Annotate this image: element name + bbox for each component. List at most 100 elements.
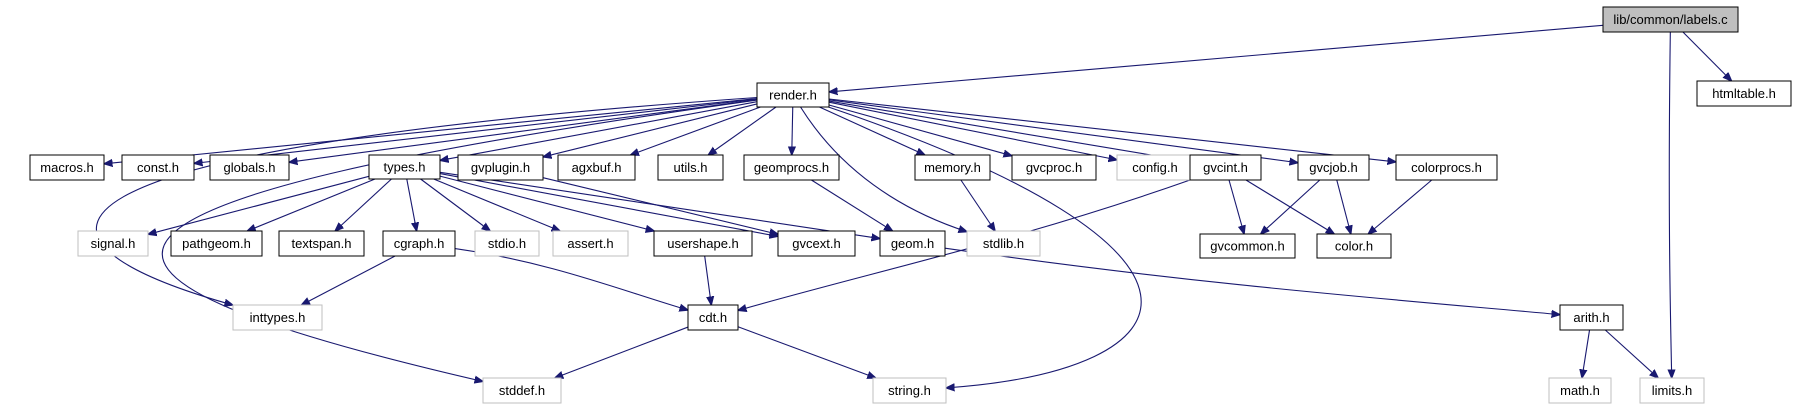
edge-render-h-to-types-h <box>440 101 758 161</box>
node-signal-h[interactable]: signal.h <box>77 230 149 257</box>
edge-render-h-to-gvcjob-h <box>828 99 1298 163</box>
edge-render-h-to-agxbuf-h <box>630 106 761 155</box>
node-types-h[interactable]: types.h <box>368 154 441 180</box>
node-label: signal.h <box>91 236 136 251</box>
node-inttypes-h[interactable]: inttypes.h <box>232 304 323 331</box>
node-gvcommon-h[interactable]: gvcommon.h <box>1199 233 1296 259</box>
edge-render-h-to-memory-h <box>819 106 925 155</box>
edge-geom-h-to-arith-h <box>944 247 1560 314</box>
node-macros-h[interactable]: macros.h <box>29 154 105 181</box>
node-label: htmltable.h <box>1712 86 1776 101</box>
node-render-h[interactable]: render.h <box>756 82 830 108</box>
node-box <box>552 230 629 257</box>
node-label: types.h <box>384 160 426 175</box>
node-label: agxbuf.h <box>572 160 622 175</box>
node-box <box>1548 377 1612 404</box>
node-colorprocs-h[interactable]: colorprocs.h <box>1395 154 1498 181</box>
edge-render-h-to-globals-h <box>289 99 758 162</box>
node-box <box>1696 80 1792 107</box>
node-geomprocs-h[interactable]: geomprocs.h <box>743 154 840 181</box>
node-limits-h[interactable]: limits.h <box>1639 377 1705 404</box>
node-box <box>872 377 947 404</box>
node-label: limits.h <box>1652 383 1692 398</box>
node-memory-h[interactable]: memory.h <box>914 154 991 181</box>
node-textspan-h[interactable]: textspan.h <box>278 230 365 257</box>
edge-geomprocs-h-to-geom-h <box>811 179 892 231</box>
edge-render-h-to-colorprocs-h <box>828 98 1396 162</box>
node-label: geom.h <box>891 236 934 251</box>
node-label: stdlib.h <box>983 236 1024 251</box>
node-labels-c[interactable]: lib/common/labels.c <box>1602 6 1739 33</box>
node-stdlib-h[interactable]: stdlib.h <box>966 230 1041 257</box>
node-box <box>232 304 323 331</box>
node-box <box>653 230 753 257</box>
node-box <box>756 82 830 108</box>
nodes-layer: lib/common/labels.c render.h htmltable.h ma… <box>29 6 1792 404</box>
node-label: memory.h <box>924 160 981 175</box>
node-box <box>777 230 856 257</box>
node-config-h[interactable]: config.h <box>1116 154 1194 181</box>
node-box <box>1189 154 1262 181</box>
edge-memory-h-to-stdlib-h <box>960 179 995 231</box>
node-arith-h[interactable]: arith.h <box>1559 304 1624 331</box>
node-utils-h[interactable]: utils.h <box>657 154 724 181</box>
edge-labels-c-to-htmltable-h <box>1682 31 1732 81</box>
edge-render-h-to-inttypes-h <box>95 96 758 305</box>
node-label: gvcint.h <box>1203 160 1248 175</box>
node-box <box>121 154 195 181</box>
node-box <box>382 230 456 257</box>
node-box <box>743 154 840 181</box>
edge-render-h-to-const-h <box>194 98 758 163</box>
node-box <box>1316 233 1392 259</box>
edge-colorprocs-h-to-color-h <box>1368 179 1433 234</box>
node-color-h[interactable]: color.h <box>1316 233 1392 259</box>
node-box <box>879 230 946 257</box>
edge-types-h-to-stdio-h <box>420 178 491 231</box>
edge-gvcjob-h-to-gvcommon-h <box>1261 179 1321 234</box>
edge-gvcjob-h-to-color-h <box>1336 179 1351 234</box>
node-geom-h[interactable]: geom.h <box>879 230 946 257</box>
edge-render-h-to-config-h <box>828 101 1117 160</box>
node-box <box>557 154 636 181</box>
node-assert-h[interactable]: assert.h <box>552 230 629 257</box>
node-gvplugin-h[interactable]: gvplugin.h <box>457 154 544 181</box>
node-htmltable-h[interactable]: htmltable.h <box>1696 80 1792 107</box>
edge-cdt-h-to-string-h <box>737 326 876 378</box>
node-pathgeom-h[interactable]: pathgeom.h <box>170 230 263 257</box>
edge-types-h-to-cgraph-h <box>406 178 417 231</box>
node-string-h[interactable]: string.h <box>872 377 947 404</box>
node-box <box>209 154 290 181</box>
edge-gvcint-h-to-gvcommon-h <box>1228 179 1244 234</box>
node-cdt-h[interactable]: cdt.h <box>687 304 739 331</box>
node-const-h[interactable]: const.h <box>121 154 195 181</box>
node-box <box>29 154 105 181</box>
node-stdio-h[interactable]: stdio.h <box>474 230 540 257</box>
node-label: textspan.h <box>292 236 352 251</box>
node-label: stdio.h <box>488 236 526 251</box>
node-stddef-h[interactable]: stddef.h <box>482 377 562 404</box>
node-math-h[interactable]: math.h <box>1548 377 1612 404</box>
node-label: macros.h <box>40 160 93 175</box>
node-gvcjob-h[interactable]: gvcjob.h <box>1297 154 1370 181</box>
node-box <box>1602 6 1739 33</box>
edge-cgraph-h-to-cdt-h <box>454 248 688 311</box>
node-label: assert.h <box>567 236 613 251</box>
node-cgraph-h[interactable]: cgraph.h <box>382 230 456 257</box>
node-gvcext-h[interactable]: gvcext.h <box>777 230 856 257</box>
node-label: inttypes.h <box>250 310 306 325</box>
node-globals-h[interactable]: globals.h <box>209 154 290 181</box>
node-label: arith.h <box>1573 310 1609 325</box>
node-gvcint-h[interactable]: gvcint.h <box>1189 154 1262 181</box>
node-box <box>966 230 1041 257</box>
node-label: cdt.h <box>699 310 727 325</box>
node-box <box>474 230 540 257</box>
node-box <box>170 230 263 257</box>
node-agxbuf-h[interactable]: agxbuf.h <box>557 154 636 181</box>
edge-usershape-h-to-cdt-h <box>704 255 712 305</box>
edge-render-h-to-gvcint-h <box>828 100 1190 162</box>
node-usershape-h[interactable]: usershape.h <box>653 230 753 257</box>
node-label: color.h <box>1335 239 1373 254</box>
node-label: colorprocs.h <box>1411 160 1482 175</box>
node-gvcproc-h[interactable]: gvcproc.h <box>1011 154 1097 181</box>
